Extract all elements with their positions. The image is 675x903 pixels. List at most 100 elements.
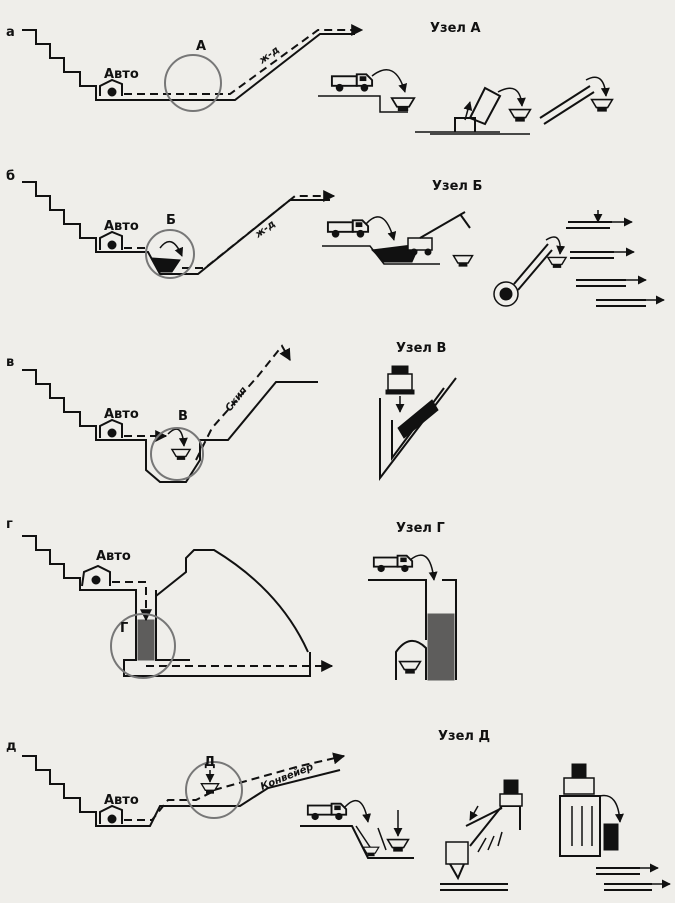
- hopper-icon-g: [398, 660, 422, 675]
- node-d-detail: Узел Д: [300, 729, 671, 891]
- panel-letter-v: в: [6, 355, 14, 370]
- transport-label-d: Конвейер: [259, 762, 315, 793]
- ore-pile-b: [151, 257, 181, 273]
- shaft-g: [155, 590, 190, 661]
- panel-letter-a: а: [6, 25, 15, 40]
- waste-dump-g: [155, 549, 309, 653]
- transport-label-a: ж-д: [256, 44, 281, 67]
- node-b-detail: Узел Б: [322, 179, 665, 307]
- truck-top-icon-v: [385, 365, 415, 395]
- node-title-v: Узел В: [396, 341, 446, 356]
- transport-label-v: Скип: [224, 385, 250, 414]
- hopper-icon-a2: [508, 108, 532, 123]
- auto-truck-d: [99, 804, 123, 824]
- node-letter-d: Д: [204, 755, 216, 770]
- node-letter-b: Б: [166, 213, 176, 228]
- hopper-icon-d: [200, 782, 220, 795]
- ground-g: [368, 579, 457, 680]
- auto-label-g: Авто: [96, 549, 131, 564]
- conveyor-d3: [596, 867, 640, 875]
- fill-g2: [427, 613, 455, 681]
- node-letter-v: В: [178, 409, 188, 424]
- dump-arrow-g: [409, 554, 438, 581]
- panel-v: в Авто В Скип: [6, 344, 318, 483]
- truck-icon-d: [306, 802, 348, 822]
- truck-icon-a: [330, 73, 374, 93]
- auto-label-b: Авто: [104, 219, 139, 234]
- tipper-icon-a: [454, 86, 502, 132]
- ground-b1: [322, 245, 440, 265]
- conveyor-b3: [570, 251, 614, 259]
- dump-arrow-a: [371, 69, 408, 93]
- node-title-a: Узел А: [430, 21, 481, 36]
- auto-truck-a: [99, 78, 123, 97]
- node-letter-a: А: [196, 39, 206, 54]
- haul-route-b: [124, 196, 334, 269]
- haul-route-a: [124, 24, 364, 95]
- node-circle-b: [145, 229, 195, 279]
- conveyor-d2: [465, 807, 503, 827]
- panel-d: д Авто Д Конвейер: [6, 739, 346, 827]
- fill-g: [137, 619, 155, 661]
- dump-arrow-v: [167, 428, 188, 447]
- node-g-detail: Узел Г: [368, 521, 457, 681]
- excavator-icon-b: [407, 211, 471, 256]
- panel-b: б Авто Б ж-д: [6, 169, 334, 279]
- pit-profile-g: [22, 535, 311, 677]
- auto-truck-g: [81, 564, 111, 587]
- auto-label-a: Авто: [104, 67, 139, 82]
- conveyor-b4: [576, 279, 626, 287]
- dump-arrow-a3: [585, 76, 610, 97]
- node-title-d: Узел Д: [438, 729, 490, 744]
- pit-profile-d: [22, 755, 341, 827]
- panel-letter-b: б: [6, 169, 15, 184]
- panel-letter-d: д: [6, 739, 17, 754]
- conveyor-d4: [604, 883, 652, 891]
- panel-a: а Авто А ж-д: [6, 24, 364, 112]
- flow-arrow-d2: [469, 805, 479, 821]
- node-circle-d: [185, 761, 243, 819]
- node-v-detail: Узел В: [379, 341, 457, 481]
- pit-profile-b: [22, 181, 330, 275]
- crusher-icon-b: [493, 281, 519, 307]
- node-circle-g: [110, 613, 176, 679]
- node-title-b: Узел Б: [432, 179, 482, 194]
- skip-route-v: [195, 344, 291, 461]
- pit-profile-v: [22, 369, 318, 483]
- hopper-icon-d1: [386, 838, 410, 853]
- hopper-icon-v: [171, 448, 191, 461]
- haul-route-d2: [213, 752, 346, 791]
- hopper-icon-b1: [452, 254, 474, 268]
- ground-a2: [415, 131, 530, 135]
- conveyor-a: [539, 85, 595, 125]
- separator-assembly-d: [559, 763, 624, 857]
- conveyor-b5: [596, 299, 646, 307]
- node-circle-a: [164, 54, 222, 112]
- conveyor-d1: [440, 883, 508, 891]
- ground-a: [318, 95, 408, 113]
- auto-truck-b: [99, 230, 123, 250]
- skip-car-v: [397, 399, 439, 439]
- ground-d1: [300, 825, 414, 859]
- conveyor-b2: [566, 221, 612, 229]
- dump-arrow-b2: [545, 236, 566, 255]
- hopper-icon-a1: [390, 97, 416, 112]
- node-letter-g: Г: [120, 621, 128, 636]
- node-circle-v: [150, 427, 204, 481]
- crusher-assembly-d: [445, 779, 523, 881]
- conveyor-b1: [513, 243, 553, 291]
- gallery-g: [395, 640, 427, 680]
- truck-icon-g: [372, 554, 414, 574]
- haul-route-g1: [112, 581, 152, 622]
- pit-profile-a: [22, 29, 355, 101]
- auto-label-v: Авто: [104, 407, 139, 422]
- node-title-g: Узел Г: [396, 521, 445, 536]
- auto-label-d: Авто: [104, 793, 139, 808]
- dump-arrow-b1: [365, 216, 397, 241]
- dump-arrow-b: [159, 240, 184, 257]
- dump-arrow-d1: [343, 799, 372, 823]
- hopper-icon-a3: [590, 98, 614, 113]
- chute-d: [355, 825, 387, 851]
- auto-truck-v: [99, 418, 123, 438]
